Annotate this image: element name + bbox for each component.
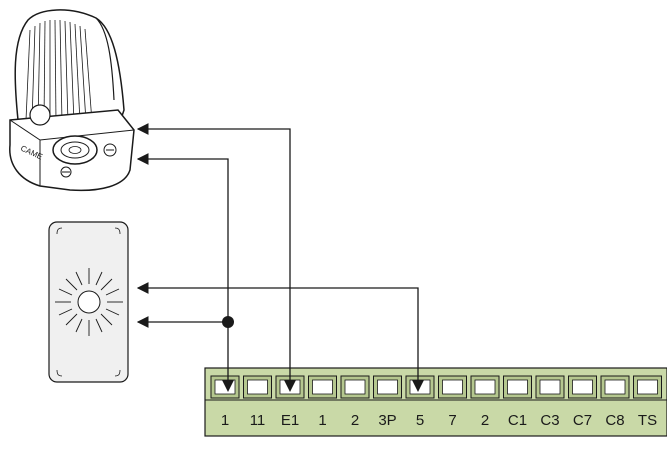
terminal-label: C8	[605, 412, 624, 429]
wires	[136, 123, 419, 382]
arrow-terminal-1	[222, 380, 234, 392]
terminal-screw-2	[247, 379, 268, 395]
terminal-screw-12	[572, 379, 593, 395]
arrow-terminal-5	[412, 380, 424, 392]
terminal-screw-8	[442, 379, 463, 395]
motor-device-illustration: CAME	[9, 9, 135, 192]
flashing-light-illustration	[48, 221, 129, 383]
terminal-screw-11	[539, 379, 561, 395]
terminal-label: 2	[351, 412, 359, 429]
terminal-label: 1	[221, 412, 229, 429]
terminal-screw-9	[474, 379, 496, 395]
terminal-label: C3	[540, 412, 559, 429]
terminal-label: 7	[448, 412, 456, 429]
terminal-screw-5	[344, 379, 366, 395]
terminal-label: C1	[508, 412, 527, 429]
terminal-screw-14	[637, 379, 658, 395]
terminal-label: C7	[573, 412, 592, 429]
wire-junction-dot	[222, 316, 234, 328]
terminal-screw-13	[604, 379, 626, 395]
terminal-arrows	[222, 380, 424, 392]
terminal-label: 2	[481, 412, 489, 429]
wire-5-to-lamp	[136, 282, 419, 382]
arrow-terminal-e1	[284, 380, 296, 392]
terminal-label: TS	[638, 412, 657, 429]
terminal-screw-10	[507, 379, 528, 395]
terminal-label: 11	[250, 412, 266, 429]
terminal-label: 3P	[378, 412, 396, 429]
terminal-label: 1	[318, 412, 326, 429]
terminal-label: E1	[281, 412, 299, 429]
wire-1-to-motor	[136, 153, 229, 382]
terminal-label: 5	[416, 412, 424, 429]
terminal-screw-6	[377, 379, 398, 395]
wire-e1-to-motor	[136, 123, 291, 382]
terminal-screw-4	[312, 379, 333, 395]
